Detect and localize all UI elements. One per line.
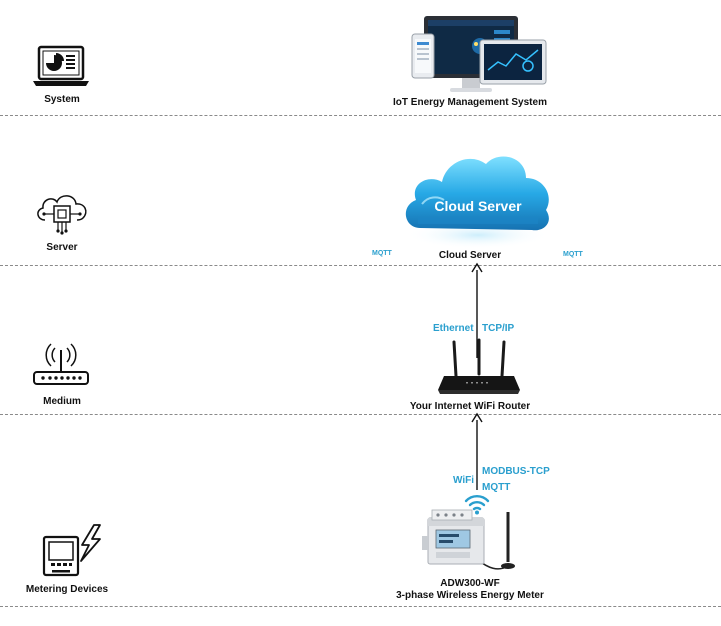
layer-label-medium: Medium bbox=[43, 396, 81, 407]
protocol-tcpip: TCP/IP bbox=[482, 323, 515, 334]
node-label-ems: IoT Energy Management System bbox=[393, 97, 547, 108]
monitor-tablet-dashboard-icon bbox=[410, 14, 550, 99]
protocol-mqtt-meter: MQTT bbox=[482, 482, 511, 493]
layer-label-metering-devices: Metering Devices bbox=[25, 584, 109, 595]
cloud-icon bbox=[398, 140, 558, 255]
wifi-router-icon bbox=[436, 338, 522, 403]
layer-divider bbox=[0, 115, 721, 116]
cloud-text: Cloud Server bbox=[434, 198, 522, 214]
layer-label-system: System bbox=[44, 94, 80, 105]
laptop-pie-chart-icon bbox=[32, 45, 90, 94]
protocol-mqtt-left: MQTT bbox=[372, 250, 392, 257]
node-label-router: Your Internet WiFi Router bbox=[409, 401, 531, 412]
layer-divider bbox=[0, 414, 721, 415]
meter-lightning-icon bbox=[42, 523, 106, 584]
arrow-router-to-cloud bbox=[471, 262, 483, 358]
energy-meter-icon bbox=[418, 506, 528, 581]
cloud-server-inner-label: Cloud Server bbox=[434, 198, 522, 214]
arrow-meter-to-router bbox=[471, 412, 483, 490]
router-icon bbox=[32, 340, 90, 395]
node-label-meter-description: 3-phase Wireless Energy Meter bbox=[396, 590, 544, 601]
protocol-mqtt-right: MQTT bbox=[563, 251, 583, 258]
protocol-wifi: WiFi bbox=[453, 475, 475, 486]
layer-divider bbox=[0, 265, 721, 266]
node-label-meter-model: ADW300-WF bbox=[440, 578, 500, 589]
layer-divider bbox=[0, 606, 721, 607]
wifi-signal-icon bbox=[464, 495, 490, 515]
cloud-chip-icon bbox=[33, 190, 91, 241]
protocol-ethernet: Ethernet bbox=[433, 323, 474, 334]
node-label-cloud-server: Cloud Server bbox=[438, 250, 502, 261]
protocol-modbus-tcp: MODBUS-TCP bbox=[482, 466, 550, 477]
layer-label-server: Server bbox=[46, 242, 78, 253]
